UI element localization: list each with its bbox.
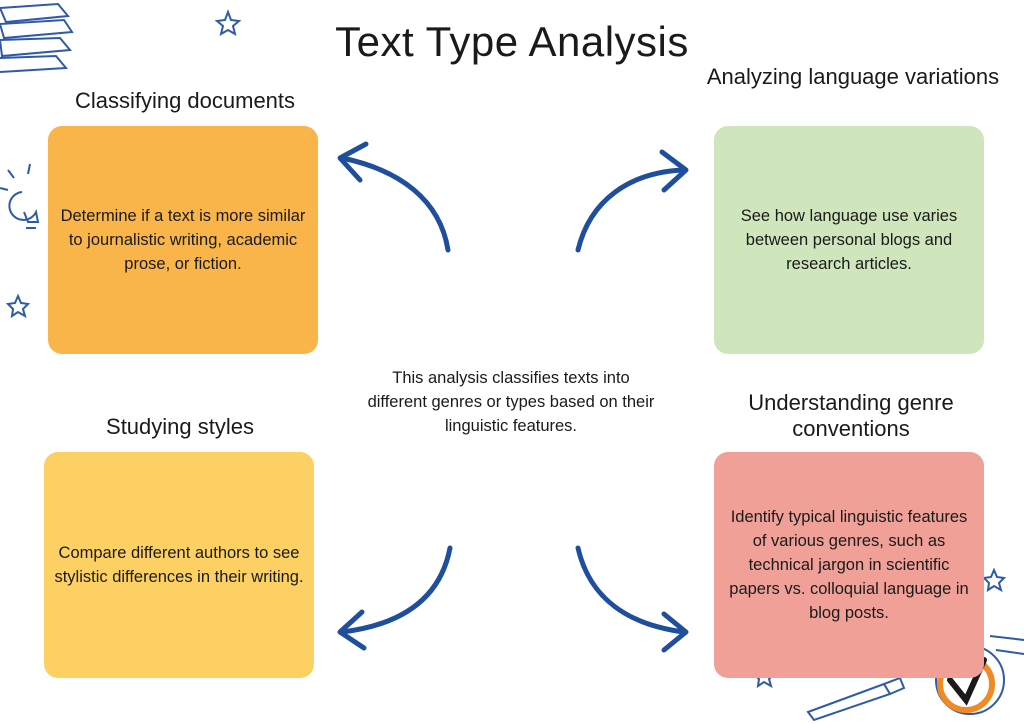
notebook-icon: [989, 635, 1024, 655]
heading-understanding-genre-conventions: Understanding genre conventions: [748, 390, 954, 441]
card-understanding-genre-conventions: Identify typical linguistic features of …: [714, 452, 984, 678]
page-title: Text Type Analysis: [335, 18, 689, 65]
arrow-to-bottom-left: [337, 545, 453, 651]
heading-classifying-documents: Classifying documents: [74, 88, 296, 113]
center-description: This analysis classifies texts into diff…: [367, 369, 655, 435]
card-studying-styles: Compare different authors to see stylist…: [44, 452, 314, 678]
card-body: Determine if a text is more similar to j…: [60, 207, 306, 273]
pen-icon: [806, 676, 906, 722]
books-icon: [0, 2, 74, 73]
card-body: Compare different authors to see stylist…: [54, 544, 304, 586]
card-body: See how language use varies between pers…: [740, 207, 958, 273]
lightbulb-icon: [0, 163, 40, 229]
arrow-to-top-right: [575, 149, 689, 253]
arrow-to-bottom-right: [575, 545, 689, 653]
card-classifying-documents: Determine if a text is more similar to j…: [48, 126, 318, 354]
arrow-to-top-left: [337, 141, 451, 253]
star-icon: [5, 293, 31, 319]
card-body: Identify typical linguistic features of …: [729, 508, 969, 622]
card-analyzing-language-variations: See how language use varies between pers…: [714, 126, 984, 354]
star-icon: [214, 9, 242, 37]
heading-analyzing-language-variations: Analyzing language variations: [706, 64, 1000, 89]
star-icon: [981, 567, 1007, 593]
heading-studying-styles: Studying styles: [106, 414, 254, 439]
